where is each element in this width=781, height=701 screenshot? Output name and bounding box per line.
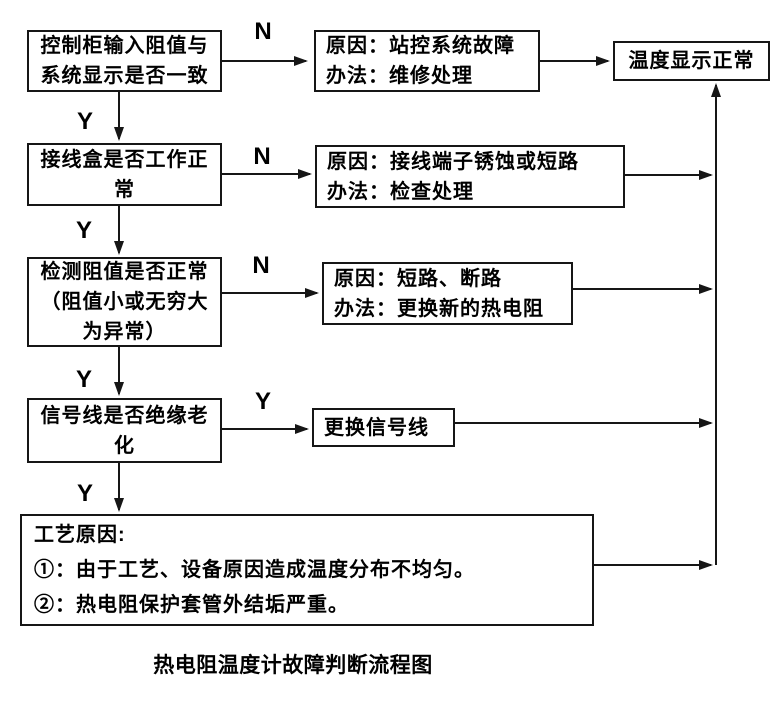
outcome-box-1: 原因：站控系统故障 办法：维修处理 (314, 30, 540, 92)
branch-label-n2: N (253, 143, 271, 170)
branch-label-y3: Y (75, 366, 93, 393)
branch-label-n3: N (252, 252, 270, 279)
process-heading: 工艺原因: (34, 524, 126, 546)
branch-label-y2: Y (75, 217, 93, 244)
process-item-2: ②：热电阻保护套管外结垢严重。 (34, 594, 349, 616)
branch-label-y4: Y (254, 388, 272, 415)
branch-label-y1: Y (76, 108, 94, 135)
branch-label-n1: N (254, 18, 272, 45)
process-item-1: ①：由于工艺、设备原因造成温度分布不均匀。 (34, 559, 475, 581)
diagram-title: 热电阻温度计故障判断流程图 (153, 654, 433, 677)
branch-label-y5: Y (76, 480, 94, 507)
outcome-box-2: 原因：接线端子锈蚀或短路 办法：检查处理 (315, 145, 625, 208)
result-box: 温度显示正常 (613, 41, 770, 81)
decision-box-1: 控制柜输入阻值与 系统显示是否一致 (27, 30, 222, 92)
outcome-box-3: 原因：短路、断路 办法：更换新的热电阻 (322, 262, 573, 325)
decision-box-3: 检测阻值是否正常 （阻值小或无穷大 为异常） (27, 257, 222, 347)
decision-box-2: 接线盒是否工作正 常 (27, 143, 222, 206)
action-box-4: 更换信号线 (312, 408, 455, 447)
decision-box-4: 信号线是否绝缘老 化 (27, 398, 222, 463)
process-reasons-box: 工艺原因: ①：由于工艺、设备原因造成温度分布不均匀。 ②：热电阻保护套管外结垢… (20, 514, 594, 626)
